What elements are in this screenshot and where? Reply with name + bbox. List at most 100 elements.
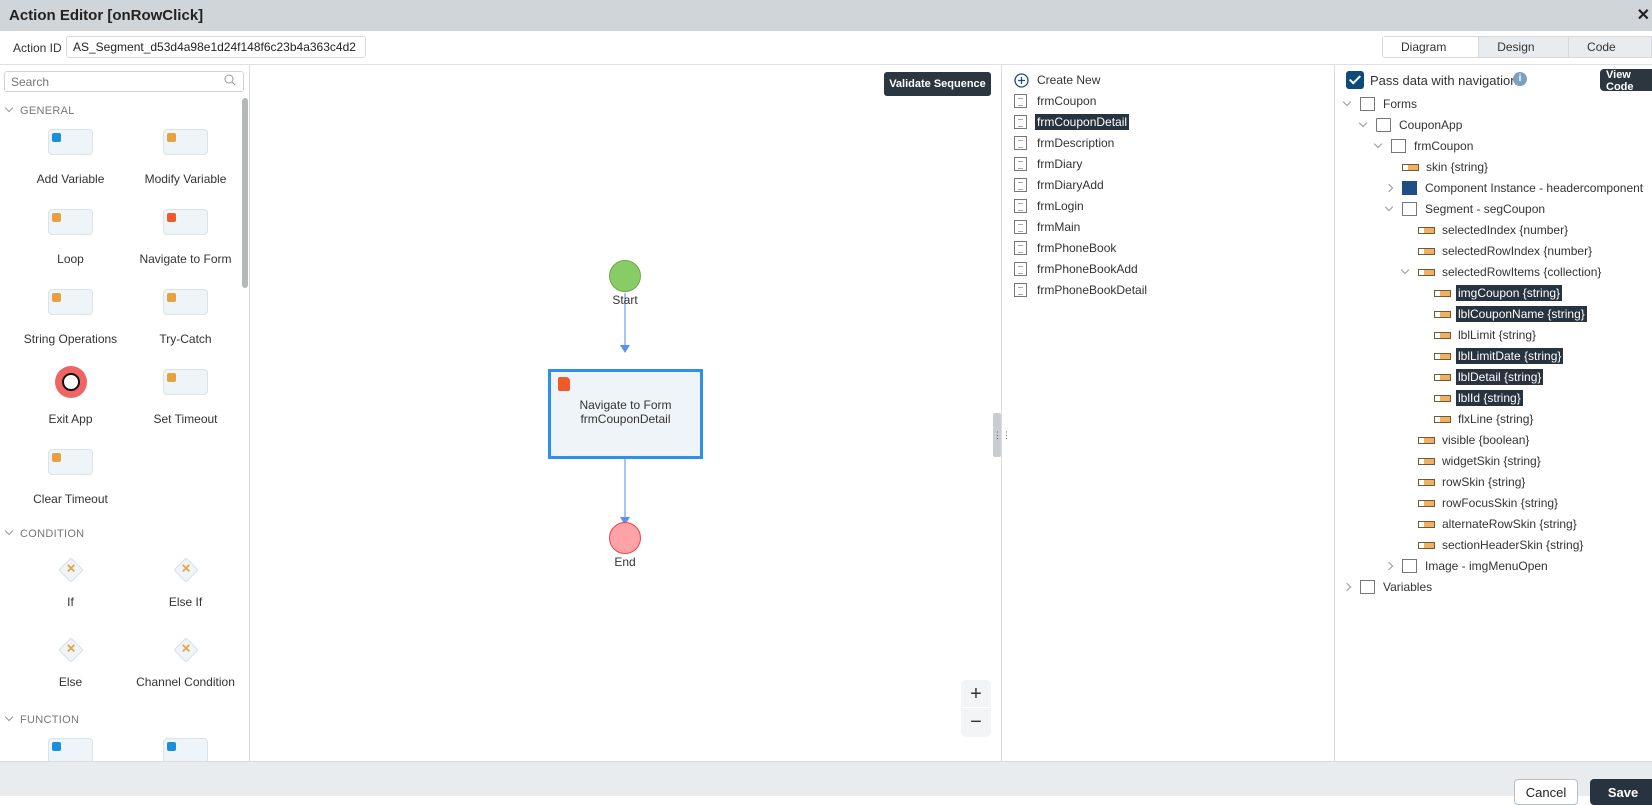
tree-item-label: skin {string}: [1426, 160, 1489, 174]
tool-else-if[interactable]: ✕Else If: [128, 555, 243, 609]
tab-design-view[interactable]: Design View: [1478, 37, 1569, 57]
property-icon: [1418, 520, 1435, 528]
tool-navigate-to-form[interactable]: Navigate to Form: [128, 209, 243, 266]
chevron-down-icon[interactable]: [1384, 202, 1394, 212]
tool-string-operations[interactable]: String Operations: [13, 289, 128, 346]
tree-item[interactable]: Variables: [1360, 578, 1434, 596]
tree-item[interactable]: imgCoupon {string}: [1434, 284, 1563, 302]
close-icon[interactable]: ✕: [1636, 7, 1650, 24]
action-id-input[interactable]: [66, 36, 366, 58]
end-node[interactable]: [609, 522, 641, 554]
view-code-button[interactable]: View Code: [1600, 69, 1652, 93]
tool-clear-timeout[interactable]: Clear Timeout: [13, 449, 128, 506]
tree-item[interactable]: Segment - segCoupon: [1402, 200, 1547, 218]
tree-item[interactable]: alternateRowSkin {string}: [1418, 515, 1579, 533]
tool-tile: [163, 129, 208, 155]
component-icon: [1402, 181, 1417, 195]
tool-exit-app[interactable]: Exit App: [13, 366, 128, 426]
tool-label: Else If: [168, 595, 203, 609]
tool-else[interactable]: ✕Else: [13, 635, 128, 689]
tree-item[interactable]: CouponApp: [1376, 116, 1464, 134]
tool-try-catch[interactable]: Try-Catch: [128, 289, 243, 346]
property-icon: [1418, 541, 1435, 549]
tree-item[interactable]: selectedRowItems {collection}: [1418, 263, 1603, 281]
form-item[interactable]: frmDescription: [1014, 134, 1116, 152]
chevron-down-icon[interactable]: [1373, 139, 1383, 149]
pass-data-checkbox[interactable]: [1346, 71, 1364, 89]
tree-item[interactable]: lblLimit {string}: [1434, 326, 1538, 344]
info-icon[interactable]: i: [1513, 72, 1527, 86]
section-condition[interactable]: CONDITION: [4, 526, 84, 540]
tab-code-view[interactable]: Code View: [1568, 37, 1651, 57]
section-function[interactable]: FUNCTION: [4, 712, 79, 726]
form-item[interactable]: frmPhoneBookAdd: [1014, 260, 1140, 278]
tree-item[interactable]: rowFocusSkin {string}: [1418, 494, 1560, 512]
tree-item[interactable]: sectionHeaderSkin {string}: [1418, 536, 1585, 554]
form-item[interactable]: frmPhoneBookDetail: [1014, 281, 1149, 299]
tool-channel-condition[interactable]: ✕Channel Condition: [128, 635, 243, 689]
function-tool[interactable]: [13, 738, 128, 761]
form-item[interactable]: frmDiaryAdd: [1014, 176, 1106, 194]
palette-scrollbar[interactable]: [242, 98, 248, 288]
tree-item-label: visible {boolean}: [1442, 433, 1530, 447]
search-input[interactable]: [4, 71, 244, 92]
form-item-label: frmCouponDetail: [1035, 114, 1130, 130]
tool-tile: [163, 369, 208, 395]
zoom-out-button[interactable]: −: [970, 711, 982, 733]
tree-item[interactable]: lblDetail {string}: [1434, 368, 1544, 386]
tree-item[interactable]: rowSkin {string}: [1418, 473, 1527, 491]
function-tool[interactable]: [128, 738, 243, 761]
start-node[interactable]: [609, 260, 641, 292]
section-general[interactable]: GENERAL: [4, 103, 75, 117]
tree-item[interactable]: flxLine {string}: [1434, 410, 1535, 428]
tool-tile: [48, 129, 93, 155]
chevron-down-icon[interactable]: [1358, 118, 1368, 128]
tree-item[interactable]: selectedIndex {number}: [1418, 221, 1570, 239]
chevron-down-icon[interactable]: [1342, 97, 1352, 107]
form-item-label: frmDiary: [1037, 157, 1083, 171]
chevron-right-icon[interactable]: [1342, 582, 1352, 592]
form-item[interactable]: frmCoupon: [1014, 92, 1098, 110]
tree-item-label: lblDetail {string}: [1456, 369, 1544, 385]
tree-item[interactable]: lblId {string}: [1434, 389, 1523, 407]
condition-icon: ✕: [172, 637, 199, 663]
cancel-button[interactable]: Cancel: [1514, 779, 1578, 805]
tree-item[interactable]: lblLimitDate {string}: [1434, 347, 1564, 365]
panel-resize-handle[interactable]: ⋮⋮: [993, 413, 1011, 457]
plus-circle-icon: [1014, 72, 1029, 88]
chevron-right-icon[interactable]: [1384, 183, 1394, 193]
create-new-button[interactable]: Create New: [1014, 71, 1102, 89]
tool-set-timeout[interactable]: Set Timeout: [128, 369, 243, 426]
navigate-to-form-node[interactable]: Navigate to Form frmCouponDetail: [548, 369, 703, 459]
diagram-canvas[interactable]: Validate Sequence Start Navigate to Form…: [251, 65, 1011, 761]
tree-item[interactable]: selectedRowIndex {number}: [1418, 242, 1594, 260]
form-item[interactable]: frmPhoneBook: [1014, 239, 1118, 257]
tree-item[interactable]: Component Instance - headercomponent: [1402, 179, 1645, 197]
tool-label: Set Timeout: [153, 412, 218, 426]
tree-item[interactable]: lblCouponName {string}: [1434, 305, 1587, 323]
tool-add-variable[interactable]: Add Variable: [13, 129, 128, 186]
create-new-label: Create New: [1037, 73, 1101, 87]
form-item[interactable]: frmLogin: [1014, 197, 1086, 215]
tree-item[interactable]: skin {string}: [1402, 158, 1490, 176]
form-item[interactable]: frmCouponDetail: [1014, 113, 1130, 131]
save-button[interactable]: Save: [1590, 779, 1652, 805]
search-icon[interactable]: [224, 74, 236, 86]
tree-item-label: Component Instance - headercomponent: [1425, 181, 1644, 195]
tree-item[interactable]: frmCoupon: [1391, 137, 1475, 155]
tool-if[interactable]: ✕If: [13, 555, 128, 609]
form-item[interactable]: frmDiary: [1014, 155, 1084, 173]
chevron-right-icon[interactable]: [1384, 561, 1394, 571]
tab-diagram-view[interactable]: Diagram View: [1383, 37, 1479, 57]
tree-item[interactable]: visible {boolean}: [1418, 431, 1531, 449]
zoom-in-button[interactable]: +: [961, 680, 991, 708]
validate-sequence-button[interactable]: Validate Sequence: [884, 72, 991, 96]
tool-loop[interactable]: Loop: [13, 209, 128, 266]
tree-item[interactable]: Image - imgMenuOpen: [1402, 557, 1550, 575]
tool-modify-variable[interactable]: Modify Variable: [128, 129, 243, 186]
chevron-down-icon[interactable]: [1400, 265, 1410, 275]
tree-item[interactable]: Forms: [1360, 95, 1419, 113]
form-item[interactable]: frmMain: [1014, 218, 1082, 236]
tree-item-label: sectionHeaderSkin {string}: [1442, 538, 1584, 552]
tree-item[interactable]: widgetSkin {string}: [1418, 452, 1543, 470]
